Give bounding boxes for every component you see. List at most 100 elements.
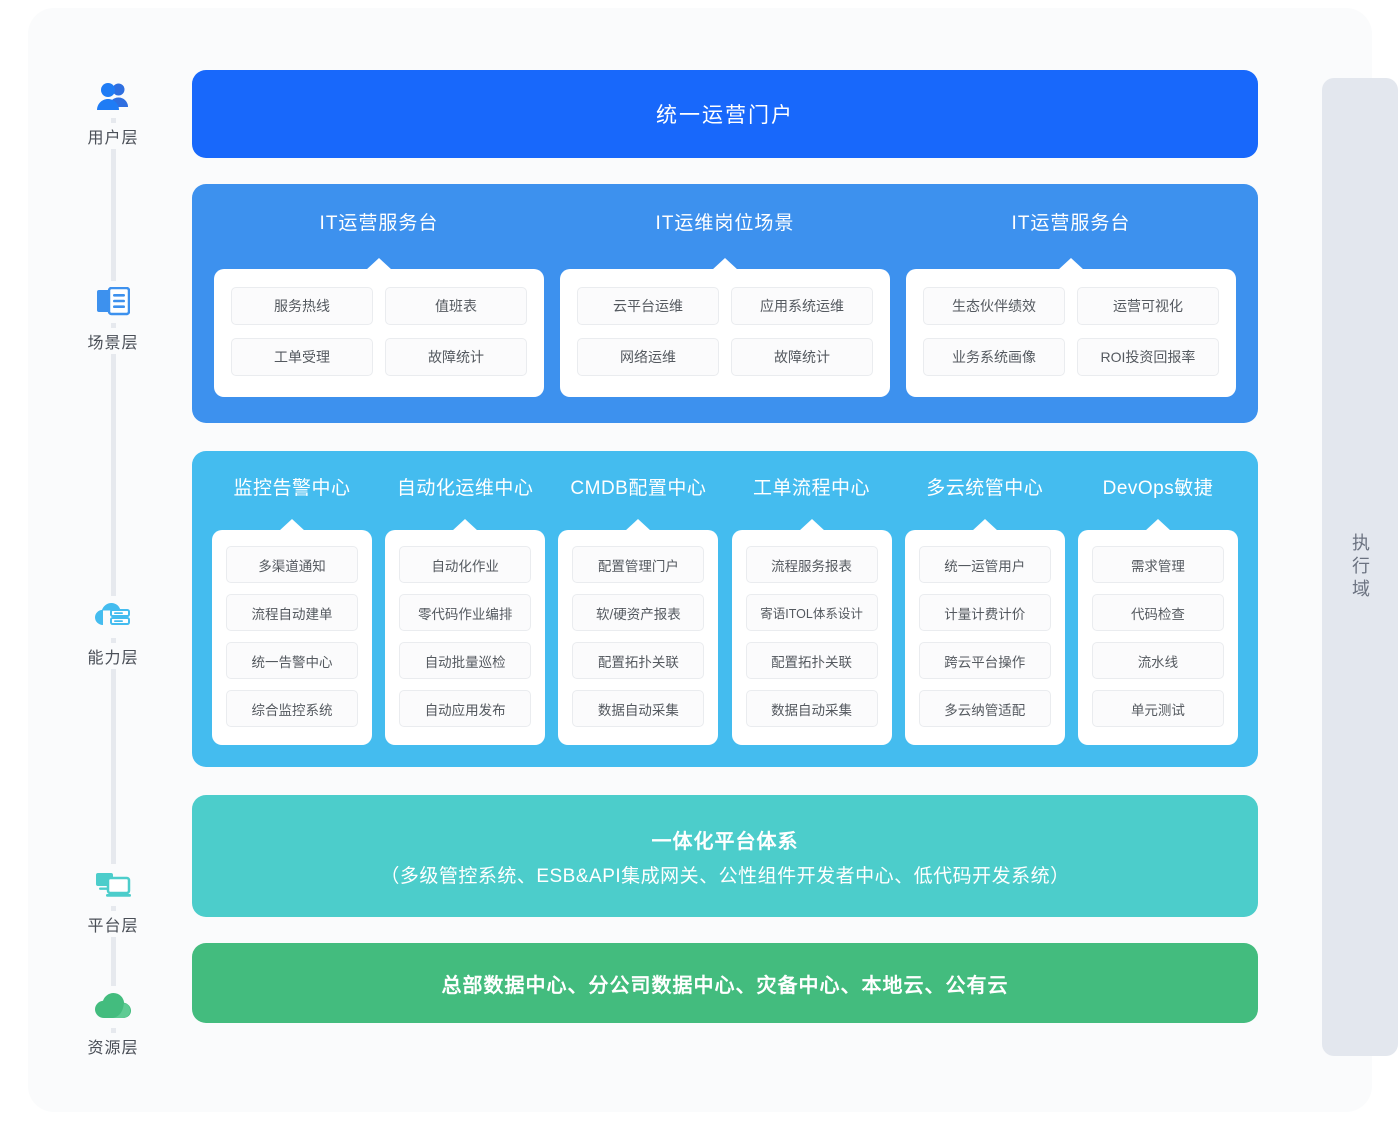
card-notch: [798, 519, 825, 531]
capability-chip[interactable]: 流程自动建单: [226, 594, 358, 631]
capability-chip[interactable]: 自动应用发布: [399, 690, 532, 727]
capability-chip[interactable]: 数据自动采集: [572, 690, 705, 727]
scene-column: IT运营服务台 生态伙伴绩效 运营可视化 业务系统画像 ROI投资回报率: [906, 208, 1236, 397]
capability-column-title: 监控告警中心: [233, 478, 351, 499]
card-notch: [971, 519, 998, 531]
capability-column: 工单流程中心 流程服务报表 寄语ITOL体系设计 配置拓扑关联 数据自动采集: [731, 473, 892, 745]
scene-chip-grid: 服务热线 值班表 工单受理 故障统计: [231, 287, 527, 376]
rail-node-user-layer: 用户层: [68, 76, 158, 149]
capability-columns: 监控告警中心 多渠道通知 流程自动建单 统一告警中心 综合监控系统 自动化运维中…: [212, 473, 1238, 745]
capability-card: 需求管理 代码检查 流水线 单元测试: [1077, 519, 1238, 745]
rail-node-platform-layer: 平台层: [68, 864, 158, 937]
capability-column: 多云统管中心 统一运管用户 计量计费计价 跨云平台操作 多云纳管适配: [904, 473, 1065, 745]
rail-node-capability-layer: 能力层: [68, 596, 158, 669]
capability-chip[interactable]: 数据自动采集: [745, 690, 878, 727]
capability-column: 自动化运维中心 自动化作业 零代码作业编排 自动批量巡检 自动应用发布: [385, 473, 546, 745]
capability-card: 自动化作业 零代码作业编排 自动批量巡检 自动应用发布: [385, 519, 546, 745]
capability-card: 配置管理门户 软/硬资产报表 配置拓扑关联 数据自动采集: [558, 519, 719, 745]
capability-chip[interactable]: 软/硬资产报表: [572, 594, 705, 631]
scene-chip[interactable]: 应用系统运维: [731, 287, 873, 325]
rail-label-user-layer: 用户层: [85, 123, 141, 149]
capability-chip[interactable]: 寄语ITOL体系设计: [745, 594, 878, 631]
capability-chip[interactable]: 配置拓扑关联: [572, 642, 705, 679]
scene-chip[interactable]: 故障统计: [385, 338, 527, 376]
scene-chip[interactable]: 运营可视化: [1077, 287, 1219, 325]
capability-chip[interactable]: 跨云平台操作: [918, 642, 1051, 679]
capability-chip-stack: 流程服务报表 寄语ITOL体系设计 配置拓扑关联 数据自动采集: [745, 546, 878, 727]
layer-rail: 用户层 场景层: [68, 76, 158, 1059]
capability-chip[interactable]: 多云纳管适配: [918, 690, 1051, 727]
scene-column-title: IT运维岗位场景: [655, 213, 795, 234]
scene-column: IT运维岗位场景 云平台运维 应用系统运维 网络运维 故障统计: [560, 208, 890, 397]
capability-chip[interactable]: 单元测试: [1091, 690, 1224, 727]
rail-node-scene-layer: 场景层: [68, 281, 158, 354]
capability-chip[interactable]: 零代码作业编排: [399, 594, 532, 631]
scene-column: IT运营服务台 服务热线 值班表 工单受理 故障统计: [214, 208, 544, 397]
cloud-server-icon: [92, 596, 134, 638]
capability-chip[interactable]: 统一告警中心: [226, 642, 358, 679]
card-notch: [1144, 519, 1171, 531]
scene-chip[interactable]: ROI投资回报率: [1077, 338, 1219, 376]
document-panel-icon: [92, 281, 134, 323]
capability-chip[interactable]: 配置拓扑关联: [745, 642, 878, 679]
capability-column: DevOps敏捷 需求管理 代码检查 流水线 单元测试: [1077, 473, 1238, 745]
scene-column-title: IT运营服务台: [319, 213, 439, 234]
devices-icon: [92, 864, 134, 906]
platform-title: 一体化平台体系: [651, 830, 799, 853]
capability-chip-stack: 多渠道通知 流程自动建单 统一告警中心 综合监控系统: [226, 546, 358, 727]
capability-chip[interactable]: 配置管理门户: [572, 546, 705, 583]
card-notch: [366, 258, 392, 270]
capability-card: 统一运管用户 计量计费计价 跨云平台操作 多云纳管适配: [904, 519, 1065, 745]
scene-chip[interactable]: 故障统计: [731, 338, 873, 376]
card-notch: [712, 258, 738, 270]
scene-card: 云平台运维 应用系统运维 网络运维 故障统计: [560, 258, 890, 397]
capability-chip-stack: 需求管理 代码检查 流水线 单元测试: [1091, 546, 1224, 727]
scene-chip[interactable]: 服务热线: [231, 287, 373, 325]
rail-node-resource-layer: 资源层: [68, 986, 158, 1059]
capability-chip-stack: 自动化作业 零代码作业编排 自动批量巡检 自动应用发布: [399, 546, 532, 727]
capability-chip[interactable]: 需求管理: [1091, 546, 1224, 583]
execution-domain-panel: 执行域: [1322, 78, 1398, 1056]
capability-chip-stack: 配置管理门户 软/硬资产报表 配置拓扑关联 数据自动采集: [572, 546, 705, 727]
capability-chip[interactable]: 自动批量巡检: [399, 642, 532, 679]
capability-chip[interactable]: 多渠道通知: [226, 546, 358, 583]
scene-chip[interactable]: 生态伙伴绩效: [923, 287, 1065, 325]
capability-column-title: CMDB配置中心: [570, 478, 707, 499]
capability-chip[interactable]: 自动化作业: [399, 546, 532, 583]
platform-subtitle: （多级管控系统、ESB&API集成网关、公性组件开发者中心、低代码开发系统）: [380, 865, 1070, 887]
capability-chip-stack: 统一运管用户 计量计费计价 跨云平台操作 多云纳管适配: [918, 546, 1051, 727]
rail-label-scene-layer: 场景层: [85, 328, 141, 354]
capability-chip[interactable]: 统一运管用户: [918, 546, 1051, 583]
capability-chip[interactable]: 计量计费计价: [918, 594, 1051, 631]
rail-label-platform-layer: 平台层: [85, 911, 141, 937]
capability-column-title: 自动化运维中心: [396, 478, 534, 499]
scene-chip[interactable]: 网络运维: [577, 338, 719, 376]
card-notch: [625, 519, 652, 531]
capability-column: CMDB配置中心 配置管理门户 软/硬资产报表 配置拓扑关联 数据自动采集: [558, 473, 719, 745]
capability-column-title: DevOps敏捷: [1102, 478, 1214, 499]
capability-chip[interactable]: 流程服务报表: [745, 546, 878, 583]
scene-chip[interactable]: 工单受理: [231, 338, 373, 376]
platform-band: 一体化平台体系 （多级管控系统、ESB&API集成网关、公性组件开发者中心、低代…: [192, 795, 1258, 917]
capability-band: 监控告警中心 多渠道通知 流程自动建单 统一告警中心 综合监控系统 自动化运维中…: [192, 451, 1258, 767]
capability-chip[interactable]: 流水线: [1091, 642, 1224, 679]
portal-title: 统一运营门户: [656, 104, 794, 127]
capability-chip[interactable]: 综合监控系统: [226, 690, 358, 727]
capability-column-title: 工单流程中心: [753, 478, 871, 499]
scene-chip[interactable]: 业务系统画像: [923, 338, 1065, 376]
capability-column-title: 多云统管中心: [926, 478, 1044, 499]
scene-card: 生态伙伴绩效 运营可视化 业务系统画像 ROI投资回报率: [906, 258, 1236, 397]
scene-card: 服务热线 值班表 工单受理 故障统计: [214, 258, 544, 397]
capability-chip[interactable]: 代码检查: [1091, 594, 1224, 631]
rail-connector-line: [111, 76, 116, 1052]
users-icon: [92, 76, 134, 118]
scene-columns: IT运营服务台 服务热线 值班表 工单受理 故障统计 IT运维岗位场景: [214, 208, 1236, 397]
scene-chip-grid: 生态伙伴绩效 运营可视化 业务系统画像 ROI投资回报率: [923, 287, 1219, 376]
layers-stack: 统一运营门户 IT运营服务台 服务热线 值班表 工单受理 故障统计: [192, 70, 1258, 1023]
capability-card: 流程服务报表 寄语ITOL体系设计 配置拓扑关联 数据自动采集: [731, 519, 892, 745]
scene-chip-grid: 云平台运维 应用系统运维 网络运维 故障统计: [577, 287, 873, 376]
scene-chip[interactable]: 云平台运维: [577, 287, 719, 325]
rail-label-resource-layer: 资源层: [85, 1033, 141, 1059]
scene-chip[interactable]: 值班表: [385, 287, 527, 325]
